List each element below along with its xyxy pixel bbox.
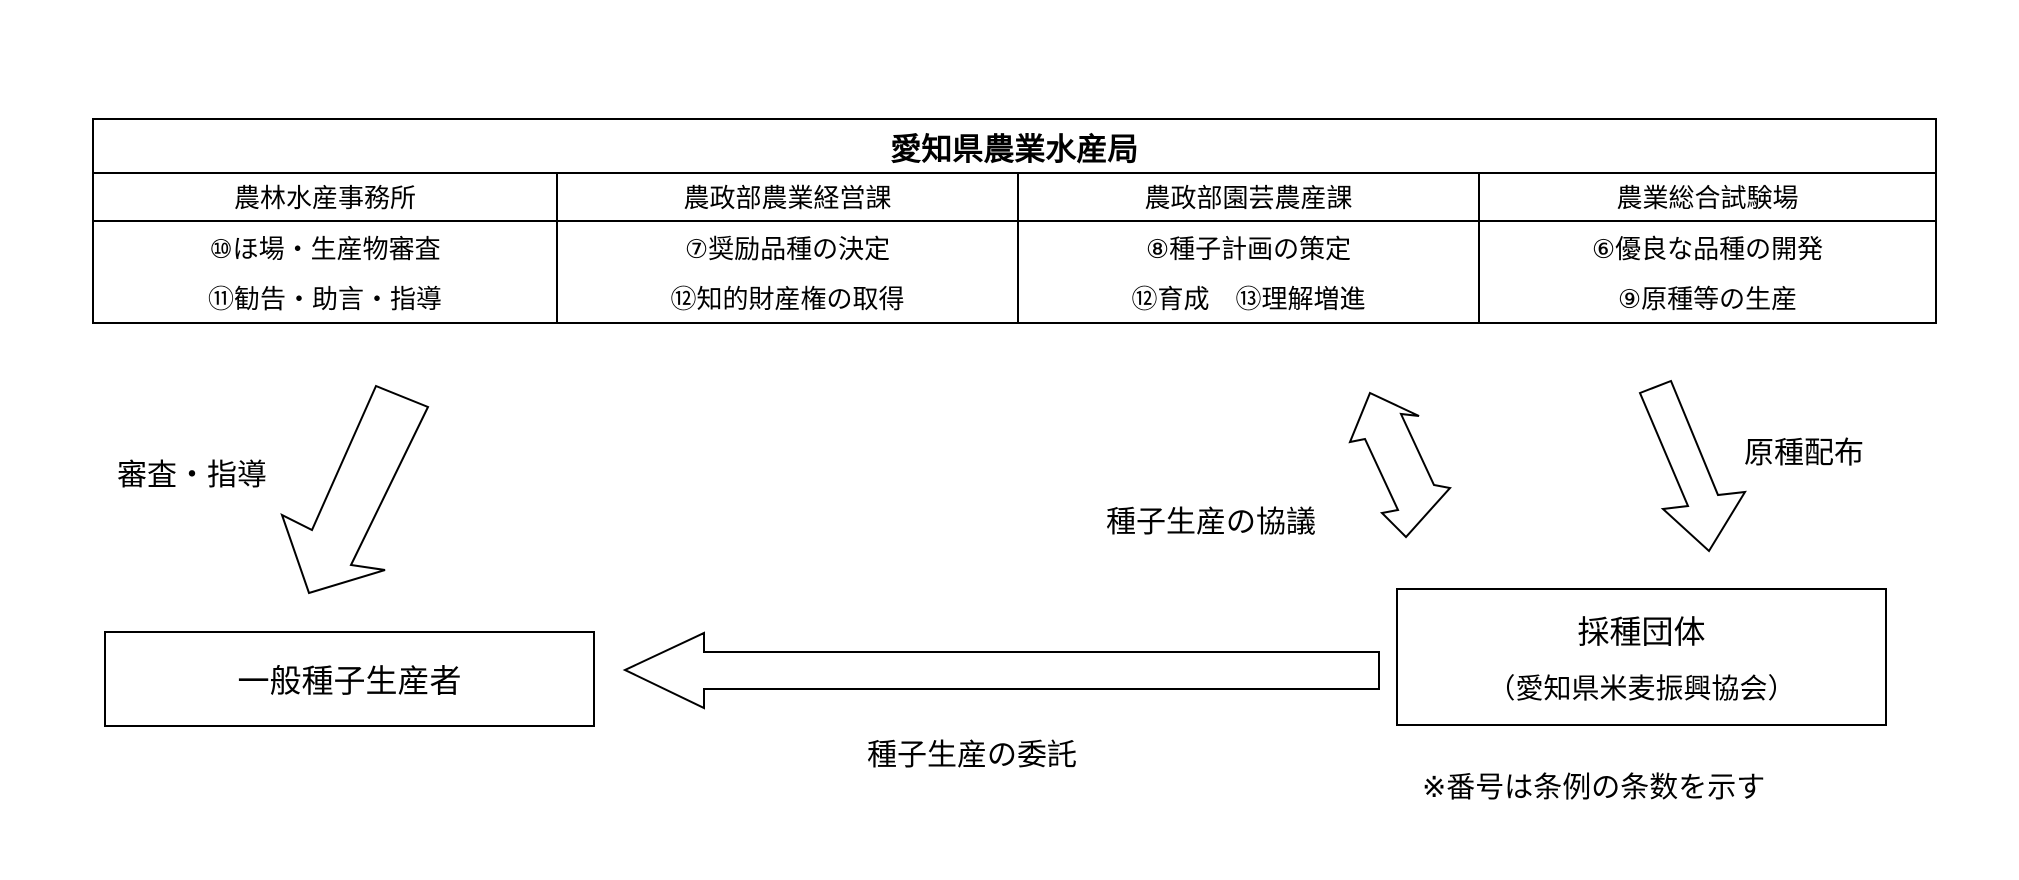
consultation-double-arrow — [1348, 391, 1452, 539]
general-seed-producers-box: 一般種子生産者 — [104, 631, 595, 727]
commission-arrow — [622, 631, 1380, 710]
seed-org-label: 採種団体 — [1577, 613, 1706, 651]
column-office: 農林水産事務所 ⑩ほ場・生産物審査 ⑪勧告・助言・指導 — [94, 172, 556, 322]
column-item: ⑩ほ場・生産物審査 — [209, 234, 441, 265]
org-title: 愛知県農業水産局 — [94, 120, 1935, 174]
column-item: ⑥優良な品種の開発 — [1591, 234, 1824, 265]
column-item: ⑫育成 ⑬理解増進 — [1131, 284, 1366, 315]
producers-label: 一般種子生産者 — [237, 662, 462, 700]
column-management: 農政部農業経営課 ⑦奨励品種の決定 ⑫知的財産権の取得 — [556, 172, 1017, 322]
org-table: 愛知県農業水産局 農林水産事務所 ⑩ほ場・生産物審査 ⑪勧告・助言・指導 農政部… — [92, 118, 1937, 324]
column-item: ⑪勧告・助言・指導 — [207, 284, 442, 315]
column-header: 農政部農業経営課 — [558, 172, 1017, 222]
distribution-label: 原種配布 — [1744, 436, 1864, 471]
column-header: 農業総合試験場 — [1480, 172, 1935, 222]
column-item: ⑧種子計画の策定 — [1145, 234, 1352, 265]
seed-org-sublabel: （愛知県米麦振興協会） — [1487, 672, 1796, 705]
consultation-label: 種子生産の協議 — [1106, 505, 1316, 540]
column-research: 農業総合試験場 ⑥優良な品種の開発 ⑨原種等の生産 — [1478, 172, 1935, 322]
column-header: 農政部園芸農産課 — [1019, 172, 1478, 222]
distribution-arrow — [1638, 379, 1747, 553]
inspection-arrow — [280, 384, 430, 595]
article-note: ※番号は条例の条数を示す — [1422, 770, 1766, 804]
column-horticulture: 農政部園芸農産課 ⑧種子計画の策定 ⑫育成 ⑬理解増進 — [1017, 172, 1478, 322]
column-item: ⑨原種等の生産 — [1617, 284, 1798, 315]
seed-organization-box: 採種団体 （愛知県米麦振興協会） — [1396, 588, 1887, 726]
column-item: ⑦奨励品種の決定 — [684, 234, 891, 265]
inspection-label: 審査・指導 — [117, 458, 267, 493]
commission-label: 種子生産の委託 — [867, 738, 1077, 773]
column-item: ⑫知的財産権の取得 — [670, 284, 905, 315]
column-header: 農林水産事務所 — [94, 172, 556, 222]
